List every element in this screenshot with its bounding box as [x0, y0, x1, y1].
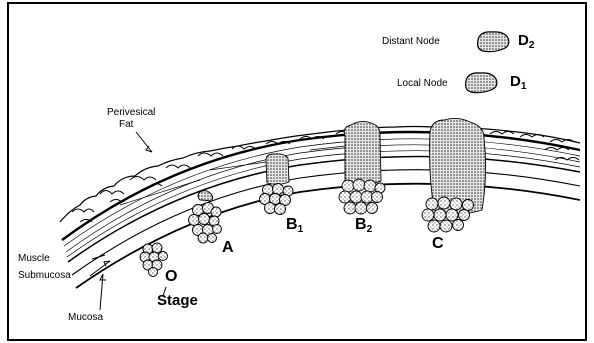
local-node-label: Local Node [397, 79, 448, 89]
stage-d2-letter: D [518, 32, 529, 49]
stage-d2-subscript: 2 [529, 40, 535, 51]
mucosa-label: Mucosa [68, 313, 103, 323]
stage-b1-label: B1 [286, 217, 303, 233]
local-node-shape [466, 73, 497, 93]
perivesical-fat-label-line1: Perivesical [107, 108, 155, 118]
stage-b2-label: B2 [355, 217, 372, 233]
stage-d1-subscript: 1 [521, 81, 527, 92]
stage-b1-letter: B [286, 216, 298, 233]
muscle-fibers [64, 139, 580, 257]
submucosa-label: Submucosa [18, 271, 71, 281]
stage-b2-subscript: 2 [367, 224, 373, 235]
tumor-stage-b1 [260, 154, 294, 215]
stage-d2-label: D2 [518, 33, 534, 48]
figure-border [8, 3, 586, 340]
stage-d1-letter: D [510, 73, 521, 90]
distant-node-label: Distant Node [382, 37, 440, 47]
stage-word-label: Stage [157, 293, 198, 308]
stage-b2-letter: B [355, 216, 367, 233]
muscle-label: Muscle [18, 254, 50, 264]
distant-node-shape [478, 32, 509, 52]
stage-o-label: O [165, 269, 177, 285]
tumor-stage-b2 [339, 121, 385, 214]
muscle-outer-edge [62, 132, 580, 240]
tumor-stage-a [189, 191, 222, 243]
tumor-stage-o [140, 243, 168, 277]
stage-b1-subscript: 1 [298, 224, 304, 235]
stage-d1-label: D1 [510, 74, 526, 89]
stage-c-label: C [432, 236, 444, 252]
tumor-stage-c [422, 118, 486, 232]
perivesical-fat-label-line2: Fat [119, 120, 133, 130]
stage-a-label: A [222, 240, 234, 256]
